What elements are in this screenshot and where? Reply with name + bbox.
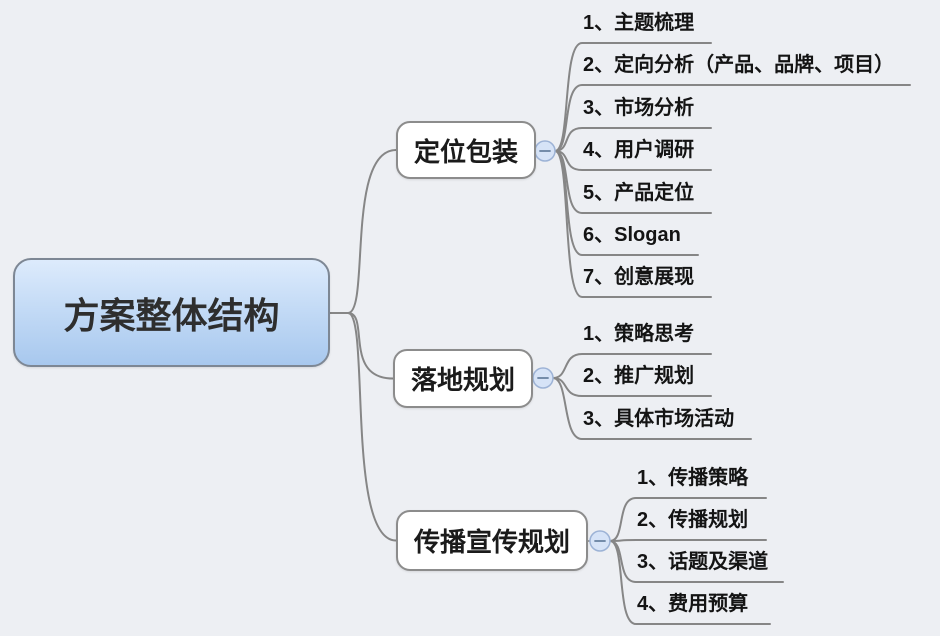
connector-line (554, 42, 712, 152)
root-topic[interactable]: 方案整体结构 (13, 258, 330, 367)
branch-topic-label: 落地规划 (410, 365, 515, 395)
leaf-topic[interactable]: 4、用户调研 (583, 139, 695, 161)
leaf-topic[interactable]: 2、推广规划 (583, 365, 695, 387)
leaf-topic[interactable]: 2、传播规划 (637, 509, 749, 531)
connector-line (347, 149, 397, 314)
connector-line (609, 540, 771, 625)
root-topic-label: 方案整体结构 (63, 294, 280, 336)
connector-line (609, 539, 767, 542)
leaf-topic[interactable]: 1、传播策略 (637, 467, 749, 489)
collapse-button[interactable] (534, 140, 556, 162)
connector-line (554, 84, 911, 152)
leaf-topic[interactable]: 2、定向分析（产品、品牌、项目） (583, 54, 895, 76)
collapse-button[interactable] (589, 530, 611, 552)
leaf-topic[interactable]: 5、产品定位 (583, 182, 695, 204)
leaf-topic[interactable]: 1、主题梳理 (583, 12, 695, 34)
leaf-topic[interactable]: 6、Slogan (583, 224, 681, 246)
connector-line (554, 150, 712, 298)
leaf-topic[interactable]: 3、话题及渠道 (637, 551, 769, 573)
collapse-button[interactable] (532, 367, 554, 389)
leaf-topic[interactable]: 7、创意展现 (583, 266, 695, 288)
connector-line (609, 497, 767, 542)
connector-line (347, 312, 394, 380)
leaf-topic[interactable]: 3、市场分析 (583, 97, 695, 119)
connector-line (347, 312, 397, 542)
connector-line (552, 353, 712, 379)
leaf-topic[interactable]: 3、具体市场活动 (583, 408, 735, 430)
branch-topic-landing-plan[interactable]: 落地规划 (393, 349, 533, 408)
leaf-topic[interactable]: 4、费用预算 (637, 593, 749, 615)
branch-topic-communication-plan[interactable]: 传播宣传规划 (396, 510, 588, 571)
branch-topic-label: 定位包装 (413, 136, 518, 167)
connector-line (554, 127, 712, 152)
connector-line (552, 377, 752, 440)
branch-topic-positioning-packaging[interactable]: 定位包装 (396, 121, 536, 179)
leaf-topic[interactable]: 1、策略思考 (583, 323, 695, 345)
branch-topic-label: 传播宣传规划 (413, 527, 570, 557)
